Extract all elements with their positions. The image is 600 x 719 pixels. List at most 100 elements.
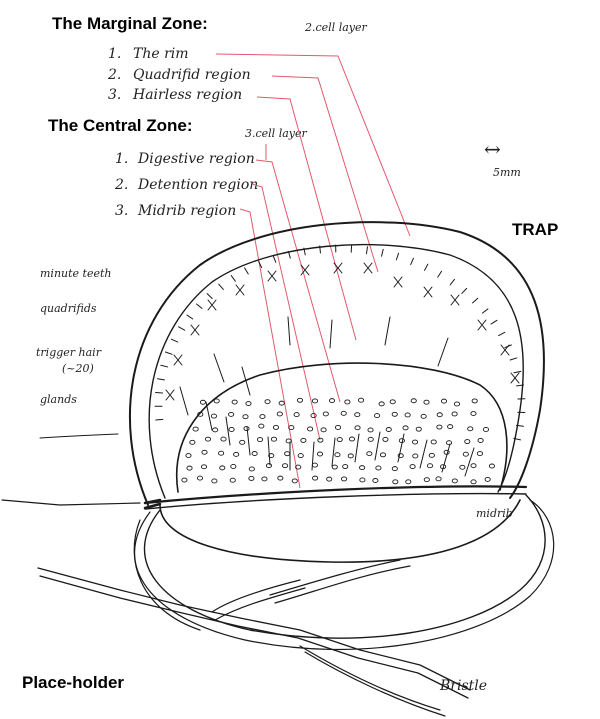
tooth <box>449 278 456 286</box>
gland <box>272 424 279 430</box>
scale-label: 5mm <box>493 166 521 179</box>
minute-teeth <box>154 244 526 441</box>
tooth <box>498 331 506 337</box>
marginal-item-3-label: Hairless region <box>132 87 242 103</box>
gland <box>440 398 448 404</box>
gland <box>288 425 295 431</box>
central-item-1-label: Digestive region <box>137 151 255 167</box>
tooth <box>155 418 164 421</box>
gland <box>248 466 255 472</box>
gland <box>181 477 188 483</box>
side-label-minute-teeth: minute teeth <box>40 267 112 280</box>
tooth <box>509 357 518 361</box>
gland <box>420 413 427 419</box>
gland <box>251 451 258 456</box>
marginal-item-2-num: 2. <box>107 67 121 83</box>
trigger-hair <box>246 426 251 456</box>
placeholder-heading: Place-holder <box>22 673 124 692</box>
tooth <box>437 270 443 278</box>
gland <box>270 436 278 442</box>
trigger-hair <box>441 443 451 473</box>
trigger-hair <box>213 353 225 383</box>
tooth <box>287 250 291 259</box>
gland <box>331 464 338 470</box>
tooth <box>516 384 525 387</box>
tooth <box>164 351 173 355</box>
gland <box>316 451 324 457</box>
tooth <box>410 257 414 266</box>
gland <box>233 451 240 457</box>
glands-underline <box>39 433 119 439</box>
gland <box>344 399 351 405</box>
tooth <box>160 364 169 368</box>
gland <box>404 412 411 418</box>
midrib-label: midrib <box>476 507 513 520</box>
gland <box>322 411 329 417</box>
tooth <box>230 275 236 282</box>
gland <box>391 411 398 417</box>
gland <box>231 399 238 405</box>
gland <box>342 464 349 470</box>
gland <box>229 477 236 483</box>
gland <box>379 452 387 458</box>
gland <box>359 465 366 471</box>
gland <box>328 398 336 404</box>
gland <box>358 397 365 403</box>
tooth <box>319 245 321 254</box>
gland <box>196 475 204 481</box>
trigger-hair <box>241 366 251 396</box>
tooth <box>481 308 489 314</box>
gland <box>436 412 443 418</box>
gland <box>326 476 333 482</box>
gland <box>204 436 212 442</box>
gland <box>218 450 225 456</box>
gland <box>276 411 283 417</box>
gland <box>464 439 471 445</box>
trigger-hair <box>267 436 271 466</box>
trigger-hairs <box>179 316 475 477</box>
gland <box>359 477 366 483</box>
trigger-hair <box>384 316 391 346</box>
gland <box>470 463 477 469</box>
tooth <box>170 338 179 343</box>
tooth <box>155 391 164 394</box>
trigger-hair <box>205 401 213 431</box>
gland <box>278 400 285 406</box>
two-cell-layer-label: 2.cell layer <box>304 21 367 34</box>
gland <box>336 437 343 442</box>
gland <box>307 426 314 432</box>
gland <box>228 411 235 417</box>
gland <box>409 464 416 470</box>
gland <box>453 401 461 407</box>
gland <box>445 440 453 446</box>
gland <box>397 453 404 459</box>
gland <box>412 439 419 445</box>
trigger-hair <box>437 337 449 367</box>
gland <box>192 426 199 432</box>
gland <box>477 437 484 443</box>
gland <box>259 414 266 419</box>
bristles <box>1 499 471 717</box>
leader-digestive <box>255 159 341 403</box>
gland <box>189 439 196 445</box>
quadrifid-mark <box>267 270 277 282</box>
midrib <box>143 485 528 510</box>
trigger-hair <box>225 416 231 446</box>
gland <box>310 413 317 419</box>
tooth <box>244 267 249 275</box>
gland <box>382 436 389 442</box>
leader-hairless <box>256 96 357 341</box>
tooth <box>461 287 468 294</box>
trigger-hair <box>311 441 315 471</box>
tooth <box>365 246 369 255</box>
gland <box>372 478 379 483</box>
gland <box>295 464 302 470</box>
gland <box>284 451 291 457</box>
leader-quadrifid <box>271 75 379 273</box>
tooth <box>272 255 277 263</box>
gland <box>410 398 417 404</box>
gland <box>348 436 356 442</box>
tooth <box>513 370 522 374</box>
gland <box>340 410 347 416</box>
